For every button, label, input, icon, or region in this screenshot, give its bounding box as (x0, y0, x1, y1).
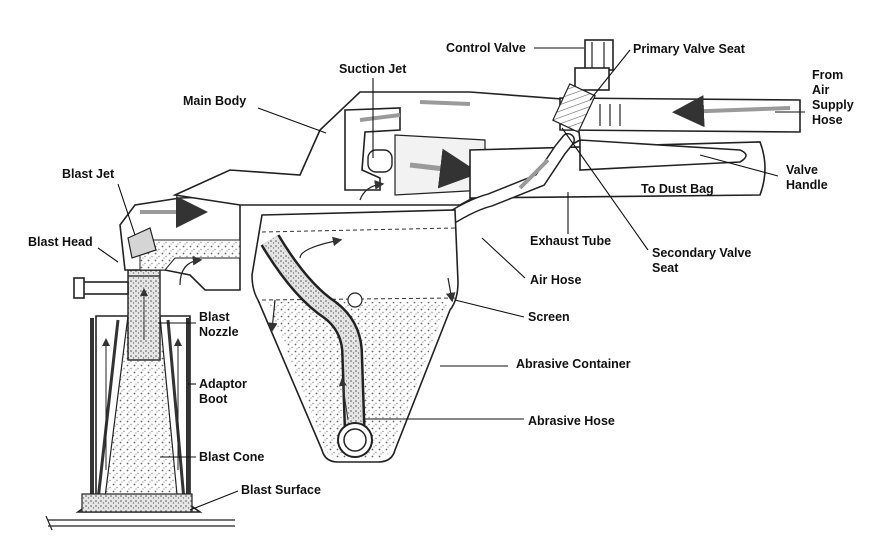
label-blast-jet: Blast Jet (62, 167, 115, 181)
abrasive-hose (260, 234, 373, 458)
label-air-hose: Air Hose (530, 273, 582, 287)
blast-head (73, 195, 241, 299)
label-line: Hose (812, 113, 843, 127)
suction-jet (367, 149, 393, 173)
label-adaptor-boot: Adaptor Boot (199, 377, 247, 407)
label-from-air-supply-hose: From Air Supply Hose (812, 68, 854, 128)
control-valve (552, 39, 614, 133)
label-blast-nozzle: Blast Nozzle (199, 310, 239, 340)
label-line: Seat (652, 261, 679, 275)
blast-nozzle (127, 269, 161, 361)
label-to-dust-bag: To Dust Bag (641, 182, 714, 196)
leader-lines (97, 47, 805, 511)
label-blast-head: Blast Head (28, 235, 93, 249)
air-supply-tube (559, 95, 801, 133)
blast-jet (127, 196, 208, 259)
label-line: Boot (199, 392, 228, 406)
label-control-valve: Control Valve (446, 41, 526, 55)
label-primary-valve-seat: Primary Valve Seat (633, 42, 745, 56)
label-line: Blast (199, 310, 230, 324)
label-line: Adaptor (199, 377, 247, 391)
label-blast-surface: Blast Surface (241, 483, 321, 497)
label-line: Supply (812, 98, 854, 112)
blast-surface (45, 515, 235, 531)
label-main-body: Main Body (183, 94, 247, 108)
label-screen: Screen (528, 310, 570, 324)
label-line: Secondary Valve (652, 246, 752, 260)
label-line: Valve (786, 163, 818, 177)
blast-cone (75, 315, 203, 513)
label-blast-cone: Blast Cone (199, 450, 265, 464)
label-line: Air (812, 83, 830, 97)
label-valve-handle: Valve Handle (786, 163, 828, 193)
label-abrasive-hose: Abrasive Hose (528, 414, 615, 428)
label-exhaust-tube: Exhaust Tube (530, 234, 612, 248)
label-abrasive-container: Abrasive Container (516, 357, 631, 371)
label-line: From (812, 68, 844, 82)
label-suction-jet: Suction Jet (339, 62, 407, 76)
label-secondary-valve-seat: Secondary Valve Seat (652, 246, 751, 276)
label-line: Nozzle (199, 325, 239, 339)
label-line: Handle (786, 178, 828, 192)
